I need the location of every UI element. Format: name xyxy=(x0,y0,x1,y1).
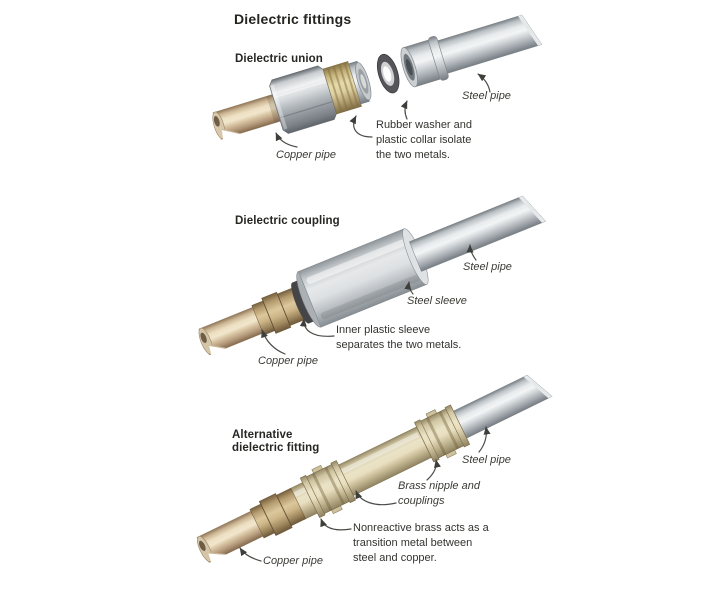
leader-arrow xyxy=(299,318,335,337)
diagram2-copper-pipe-label: Copper pipe xyxy=(258,355,318,367)
steel-pipe-shape xyxy=(437,14,543,74)
copper-pipe-shape xyxy=(212,91,289,140)
leader-arrow xyxy=(349,115,373,138)
leader-arrow xyxy=(275,132,298,148)
leader-arrow xyxy=(404,281,414,295)
union-male-end-shape xyxy=(348,60,372,105)
diagram2-steel-sleeve-label: Steel sleeve xyxy=(407,295,467,307)
diagram1-heading: Dielectric union xyxy=(235,53,323,65)
leader-arrow xyxy=(426,459,441,481)
steel-pipe-shape xyxy=(409,195,547,272)
leader-arrow xyxy=(478,426,491,453)
steel-pipe-shape xyxy=(451,374,553,440)
plastic-collar-shape xyxy=(322,61,362,115)
steel-socket-shape xyxy=(400,36,449,88)
diagram1-note: Rubber washer and plastic collar isolate… xyxy=(376,119,473,161)
leader-arrow xyxy=(261,329,286,355)
diagram3-copper-pipe-label: Copper pipe xyxy=(263,555,323,567)
dielectric-union-assembly xyxy=(212,14,543,140)
diagram3-heading: Alternative dielectric fitting xyxy=(232,429,320,454)
union-nut-shape xyxy=(269,65,337,134)
dielectric-coupling-assembly xyxy=(198,195,547,356)
figure-title: Dielectric fittings xyxy=(234,11,352,27)
leader-arrow xyxy=(239,547,262,562)
leader-arrow xyxy=(320,518,352,531)
leader-arrow xyxy=(355,490,397,506)
brass-fitting-shape xyxy=(251,286,308,336)
copper-pipe-shape xyxy=(198,305,268,356)
diagram1-copper-pipe-label: Copper pipe xyxy=(276,149,336,161)
diagram1-steel-pipe-label: Steel pipe xyxy=(462,90,511,102)
brass-adapter-shape xyxy=(249,487,307,539)
rubber-washer-shape xyxy=(376,53,400,94)
leader-arrows xyxy=(239,73,491,562)
diagram3-note: Nonreactive brass acts as a transition m… xyxy=(353,522,489,564)
diagram2-note: Inner plastic sleeve separates the two m… xyxy=(336,324,462,351)
leader-arrow xyxy=(400,100,408,120)
diagram3-steel-pipe-label: Steel pipe xyxy=(462,454,511,466)
diagram2-steel-pipe-label: Steel pipe xyxy=(463,261,512,273)
brass-coupling-shape xyxy=(299,460,356,519)
alternative-fitting-assembly xyxy=(196,374,553,563)
copper-pipe-shape xyxy=(196,509,267,563)
leader-arrow xyxy=(466,244,477,261)
diagram2-heading: Dielectric coupling xyxy=(235,215,340,227)
leader-arrow xyxy=(477,73,491,93)
diagram3-brass-label: Brass nipple and couplings xyxy=(398,480,480,507)
brass-coupling-shape xyxy=(414,404,471,463)
